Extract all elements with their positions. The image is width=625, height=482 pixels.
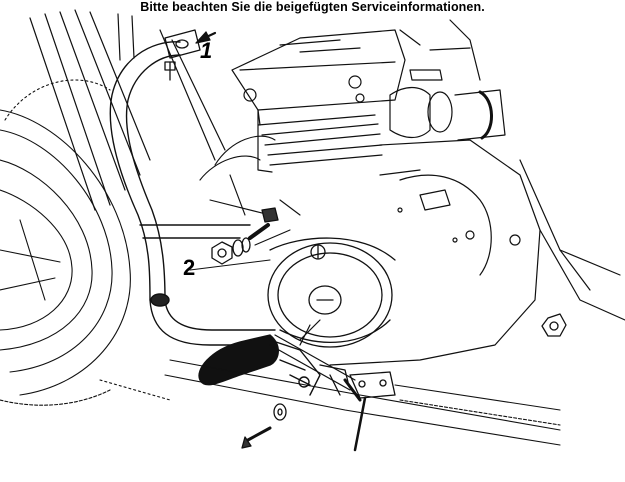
shift-linkage [270,320,360,400]
engine-mount-bolt-right [542,314,566,336]
mount-bolt-2-assembly [212,208,278,264]
rear-wheel [0,80,130,405]
cylinder-head [232,30,405,172]
engine-side-cover [268,238,395,347]
callout-group: 1 2 [183,38,212,280]
lower-frame-rails [100,360,560,445]
carburetor [390,20,505,140]
frame-lower [190,136,300,270]
upper-mount-bolt [165,30,215,80]
footpeg [199,335,320,395]
callout-1-label: 1 [200,38,212,63]
crash-bar [110,42,275,345]
lower-bracket-plate [320,365,395,450]
frame-tubes [30,10,225,210]
engine-crankcase [330,140,625,365]
lower-bolt-and-washer [242,404,286,448]
service-note-caption: Bitte beachten Sie die beigefügten Servi… [140,0,485,14]
callout-2-label: 2 [183,255,195,280]
